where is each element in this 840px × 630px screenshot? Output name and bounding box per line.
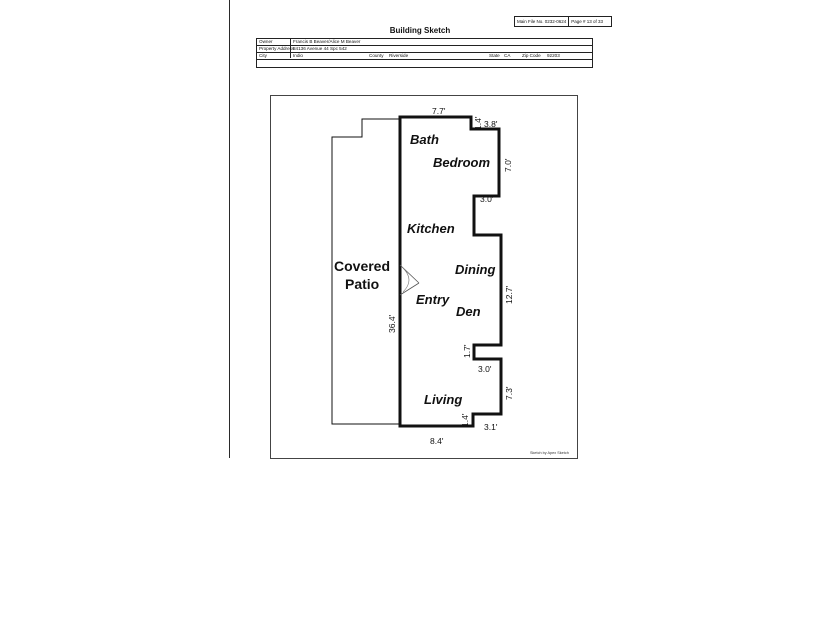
scan-edge bbox=[229, 0, 230, 458]
owner-value: Francis B Beaver/Alice M Beaver bbox=[293, 39, 361, 44]
house-outline bbox=[398, 115, 503, 428]
dim-bottom-width: 8.4' bbox=[430, 436, 444, 446]
page-number: Page # 13 of 33 bbox=[568, 17, 605, 26]
dim-top-width: 7.7' bbox=[432, 106, 446, 116]
county-label: County bbox=[369, 53, 384, 58]
sketch-frame bbox=[270, 95, 578, 459]
label-divider bbox=[290, 39, 291, 58]
dim-top-step: 1.4' bbox=[473, 116, 483, 130]
room-label-bedroom: Bedroom bbox=[433, 155, 491, 170]
room-label-bath: Bath bbox=[410, 132, 439, 147]
dim-lower-notch: 3.0' bbox=[478, 364, 492, 374]
room-label-entry: Entry bbox=[416, 292, 450, 307]
owner-row: Owner Francis B Beaver/Alice M Beaver bbox=[257, 39, 592, 46]
county-value: Riverside bbox=[389, 53, 409, 58]
room-label-kitchen: Kitchen bbox=[407, 221, 455, 236]
appraisal-page: Main File No. 0232-0624 Page # 13 of 33 … bbox=[230, 0, 612, 459]
dim-upper-notch: 3.0' bbox=[480, 194, 494, 204]
property-info-table: Owner Francis B Beaver/Alice M Beaver Pr… bbox=[256, 38, 593, 68]
dim-dining-side: 12.7' bbox=[504, 285, 514, 304]
dim-living-side: 7.3' bbox=[504, 386, 514, 400]
room-label-den: Den bbox=[456, 304, 481, 319]
dim-bottom-step: 1.4' bbox=[460, 413, 470, 427]
door-swing bbox=[399, 264, 420, 296]
zip-label: Zip Code bbox=[522, 53, 541, 58]
zip-value: 92203 bbox=[547, 53, 560, 58]
city-value: Indio bbox=[293, 53, 303, 58]
dim-bedroom-side: 7.0' bbox=[503, 158, 513, 172]
main-file-number: Main File No. 0232-0624 bbox=[517, 19, 567, 24]
room-label-living: Living bbox=[424, 392, 462, 407]
room-label-dining: Dining bbox=[455, 262, 495, 277]
dim-length: 36.4' bbox=[387, 314, 397, 333]
address-value: 84136 Avenue 44 Spc 542 bbox=[293, 46, 347, 51]
patio-label-line1: Covered bbox=[334, 258, 390, 274]
file-number-box: Main File No. 0232-0624 Page # 13 of 33 bbox=[514, 16, 612, 27]
page-title: Building Sketch bbox=[389, 26, 451, 35]
state-value: CA bbox=[504, 53, 511, 58]
city-row: City Indio County Riverside State CA Zip… bbox=[257, 53, 592, 60]
address-row: Property Address 84136 Avenue 44 Spc 542 bbox=[257, 46, 592, 53]
door-arc bbox=[402, 267, 410, 293]
dim-top-right: 3.8' bbox=[484, 119, 498, 129]
sketch-credit: Sketch by Apex Sketch bbox=[530, 451, 569, 455]
address-label: Property Address bbox=[259, 46, 295, 51]
city-label: City bbox=[259, 53, 267, 58]
dim-lower-step: 1.7' bbox=[462, 344, 472, 358]
patio-label-line2: Patio bbox=[345, 276, 379, 292]
state-label: State bbox=[489, 53, 500, 58]
owner-label: Owner bbox=[259, 39, 273, 44]
dim-bottom-right: 3.1' bbox=[484, 422, 498, 432]
